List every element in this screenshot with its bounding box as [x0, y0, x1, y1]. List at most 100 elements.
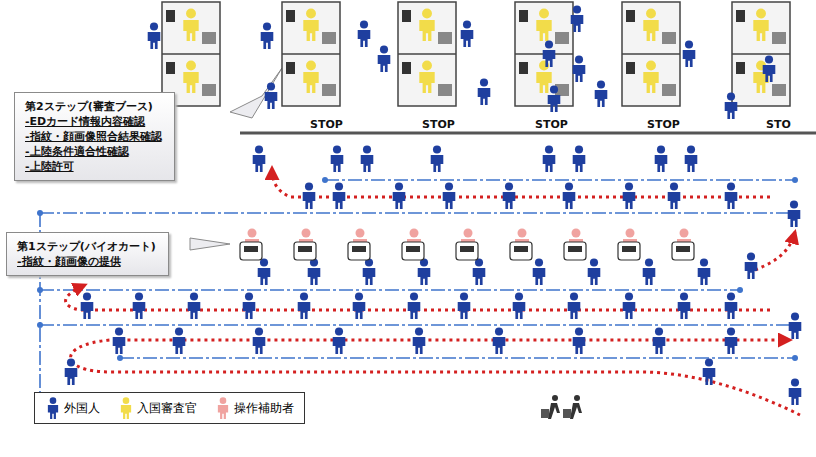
person-icon	[623, 182, 636, 209]
person-icon	[65, 358, 78, 385]
step-item: -指紋・顔画像照合結果確認	[25, 129, 164, 144]
person-icon	[543, 145, 556, 172]
booth	[162, 2, 220, 106]
person-icon	[253, 145, 266, 172]
flow-path	[66, 168, 800, 415]
person-icon	[493, 327, 506, 354]
stop-label: STOP	[645, 118, 682, 131]
kiosk-screen	[676, 246, 690, 252]
monitor	[626, 10, 635, 22]
desk	[322, 32, 336, 44]
legend-swatch	[45, 397, 61, 419]
swatch-body	[48, 405, 58, 419]
booth-divider	[622, 53, 680, 55]
stop-label: STOP	[420, 118, 457, 131]
person-icon	[643, 258, 656, 285]
booth-divider	[398, 53, 456, 55]
person-icon	[308, 258, 321, 285]
desk	[438, 84, 452, 96]
person-icon	[443, 182, 456, 209]
person-icon	[393, 182, 406, 209]
person-icon	[363, 258, 376, 285]
booth-divider	[162, 53, 220, 55]
desk	[772, 32, 786, 44]
kiosk-screen	[244, 246, 258, 252]
person-icon	[298, 292, 311, 319]
legend-item: 操作補助者	[215, 397, 294, 419]
kiosk-screen	[298, 246, 312, 252]
person-icon	[725, 327, 738, 354]
person-icon	[573, 55, 586, 82]
person-icon	[81, 292, 94, 319]
person-icon	[408, 292, 421, 319]
kiosk-screen	[352, 246, 366, 252]
person-icon	[703, 358, 716, 385]
desk	[662, 84, 676, 96]
person-icon	[536, 9, 551, 41]
person-icon	[353, 292, 366, 319]
monitor	[166, 62, 175, 74]
stop-line	[240, 132, 816, 135]
swatch-head	[220, 397, 227, 404]
person-icon	[725, 92, 738, 119]
step-item: -EDカード情報内容確認	[25, 114, 164, 129]
person-icon	[113, 327, 126, 354]
person-icon	[698, 258, 711, 285]
monitor	[402, 10, 411, 22]
person-icon	[536, 61, 551, 93]
person-icon	[358, 20, 371, 47]
person-icon	[261, 22, 274, 49]
person-icon	[573, 145, 586, 172]
swatch-head	[123, 397, 130, 404]
legend: 外国人入国審査官操作補助者	[34, 392, 305, 424]
bio-kiosk	[402, 242, 424, 260]
person-icon	[173, 327, 186, 354]
legend-item: 入国審査官	[118, 397, 197, 419]
monitor	[166, 10, 175, 22]
person-icon	[595, 80, 608, 107]
person-icon	[668, 182, 681, 209]
person-icon	[725, 182, 738, 209]
monitor	[519, 10, 528, 22]
desk	[772, 84, 786, 96]
kiosk-screen	[568, 246, 582, 252]
bio-kiosk	[618, 242, 640, 260]
person-icon	[419, 9, 434, 41]
person-icon	[183, 61, 198, 93]
legend-text: 操作補助者	[234, 400, 294, 417]
monitor	[286, 62, 295, 74]
person-icon	[568, 292, 581, 319]
kiosk-screen	[406, 246, 420, 252]
person-icon	[745, 252, 758, 279]
person-icon	[655, 145, 668, 172]
bio-kiosk	[240, 242, 262, 260]
bio-kiosk	[348, 242, 370, 260]
step-item: -上陸条件適合性確認	[25, 144, 164, 159]
person-icon	[258, 258, 271, 285]
person-icon	[548, 85, 561, 112]
person-icon	[183, 9, 198, 41]
legend-swatch	[118, 397, 134, 419]
person-icon	[253, 327, 266, 354]
desk	[322, 84, 336, 96]
desk	[555, 32, 569, 44]
person-icon	[478, 78, 491, 105]
person-icon	[133, 292, 146, 319]
monitor	[736, 62, 745, 74]
person-icon	[378, 45, 391, 72]
person-icon	[303, 182, 316, 209]
person-icon	[243, 292, 256, 319]
person-icon	[685, 145, 698, 172]
person-icon	[563, 182, 576, 209]
queue-lanes	[40, 180, 795, 400]
step-heading: 第2ステップ(審査ブース)	[25, 99, 164, 114]
swatch-head	[50, 397, 57, 404]
step-item: -指紋・顔画像の提供	[17, 254, 158, 269]
person-icon	[419, 61, 434, 93]
person-icon	[643, 9, 658, 41]
person-icon	[653, 327, 666, 354]
swatch-body	[121, 405, 131, 419]
person-icon	[458, 292, 471, 319]
person-icon	[571, 5, 584, 32]
